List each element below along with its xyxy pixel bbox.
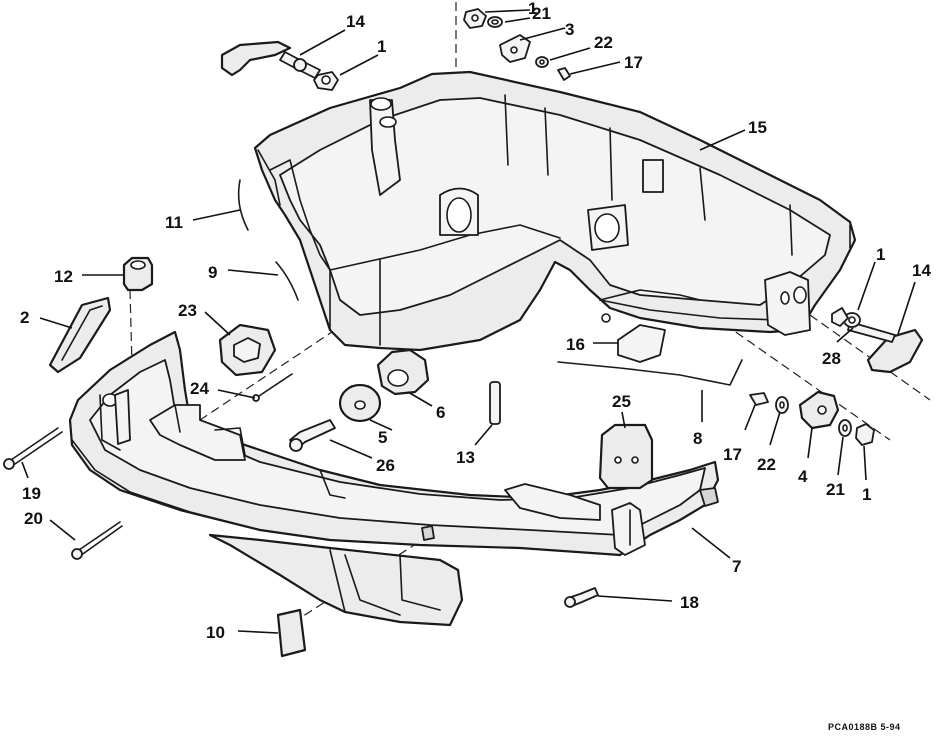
exhaust-housing — [208, 525, 464, 627]
callout-14-right: 14 — [912, 261, 931, 280]
part-14-handle-right — [847, 321, 924, 374]
callout-19: 19 — [22, 484, 41, 503]
callout-labels: 14 1 1 21 3 22 17 15 11 9 12 2 23 24 6 5… — [20, 0, 931, 642]
callout-13: 13 — [456, 448, 475, 467]
part-25-bracket — [598, 423, 654, 490]
callout-23: 23 — [178, 301, 197, 320]
callout-1-top: 1 — [528, 0, 537, 18]
part-24-screw — [252, 373, 293, 402]
callout-12: 12 — [54, 267, 73, 286]
callout-2: 2 — [20, 308, 29, 327]
part-20-bolt — [71, 521, 123, 560]
part-5-washer — [338, 383, 382, 423]
part-19-bolt — [3, 427, 63, 470]
callout-20: 20 — [24, 509, 43, 528]
callout-3: 3 — [565, 20, 574, 39]
leader-lines — [21, 9, 916, 634]
part-26-bolt — [289, 419, 336, 452]
part-12-grommet — [122, 256, 154, 292]
seal-strips-left — [237, 179, 299, 301]
callout-17-right: 17 — [723, 445, 742, 464]
hardware-right — [749, 390, 875, 446]
callout-17-top: 17 — [624, 53, 643, 72]
callout-8: 8 — [693, 429, 702, 448]
part-2-pad — [48, 296, 112, 374]
reference-code: PCA0188B 5-94 — [828, 722, 901, 732]
callout-1-top-left: 1 — [377, 37, 386, 56]
upper-motor-cover — [253, 70, 857, 352]
callout-26: 26 — [376, 456, 395, 475]
callout-10: 10 — [206, 623, 225, 642]
callout-21-right: 21 — [826, 480, 845, 499]
part-28-washer — [831, 307, 861, 328]
callout-1-right-bottom: 1 — [862, 485, 871, 504]
part-13-strip — [489, 381, 501, 425]
callout-7: 7 — [732, 557, 741, 576]
part-6-mount — [376, 348, 430, 396]
callout-6: 6 — [436, 403, 445, 422]
callout-28: 28 — [822, 349, 841, 368]
callout-25: 25 — [612, 392, 631, 411]
part-14-handle-left — [220, 40, 321, 79]
part-18-bolt — [564, 587, 599, 608]
part-8-seal — [557, 359, 743, 386]
callout-14-top: 14 — [346, 12, 365, 31]
callout-16: 16 — [566, 335, 585, 354]
callout-11: 11 — [165, 213, 183, 232]
callout-9: 9 — [208, 263, 217, 282]
callout-21-top: 21 — [532, 4, 551, 23]
callout-22-top: 22 — [594, 33, 613, 52]
callout-4: 4 — [798, 467, 808, 486]
callout-1-right-top: 1 — [876, 245, 885, 264]
callout-22-right: 22 — [757, 455, 776, 474]
hardware-top — [463, 8, 571, 81]
callout-18: 18 — [680, 593, 699, 612]
callout-15: 15 — [748, 118, 767, 137]
lower-motor-cover — [68, 330, 720, 557]
part-10-cap — [276, 608, 307, 658]
callout-5: 5 — [378, 428, 387, 447]
part-1-nut-top — [313, 71, 339, 91]
part-23-grommet — [218, 323, 277, 377]
part-16-plate — [617, 324, 666, 363]
callout-24: 24 — [190, 379, 209, 398]
